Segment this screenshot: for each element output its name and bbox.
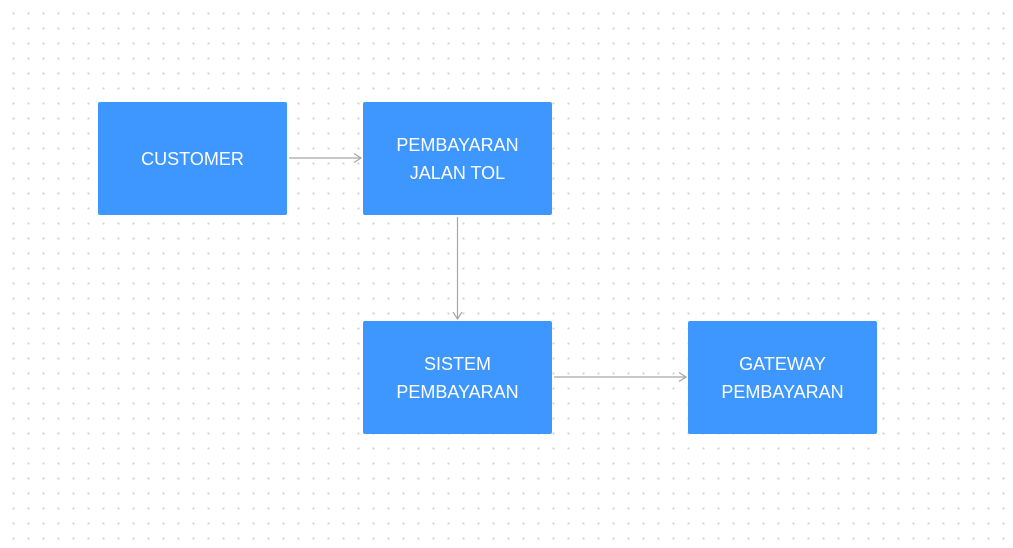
node-pembayaran-jalan-tol[interactable]: PEMBAYARAN JALAN TOL [363, 102, 552, 215]
node-gateway-pembayaran[interactable]: GATEWAY PEMBAYARAN [688, 321, 877, 434]
node-label-line: JALAN TOL [409, 162, 506, 183]
edge-sistem-to-gateway[interactable] [554, 371, 688, 383]
node-label-line: CUSTOMER [141, 148, 244, 169]
node-label-line: SISTEM [423, 353, 491, 374]
node-label-line: GATEWAY [739, 353, 826, 374]
arrowhead-right-icon [353, 152, 363, 164]
node-label-line: PEMBAYARAN [721, 381, 844, 402]
node-customer[interactable]: CUSTOMER [98, 102, 287, 215]
node-label-line: PEMBAYARAN [396, 134, 519, 155]
node-label: PEMBAYARAN JALAN TOL [396, 131, 518, 187]
node-label: GATEWAY PEMBAYARAN [721, 350, 843, 406]
node-label: SISTEM PEMBAYARAN [396, 350, 518, 406]
arrowhead-down-icon [452, 311, 463, 321]
node-sistem-pembayaran[interactable]: SISTEM PEMBAYARAN [363, 321, 552, 434]
node-label-line: PEMBAYARAN [396, 381, 519, 402]
arrowhead-right-icon [678, 371, 688, 383]
edge-customer-to-jalan-tol[interactable] [289, 152, 363, 164]
node-label: CUSTOMER [141, 145, 244, 173]
edge-jalan-tol-to-sistem[interactable] [452, 217, 463, 321]
